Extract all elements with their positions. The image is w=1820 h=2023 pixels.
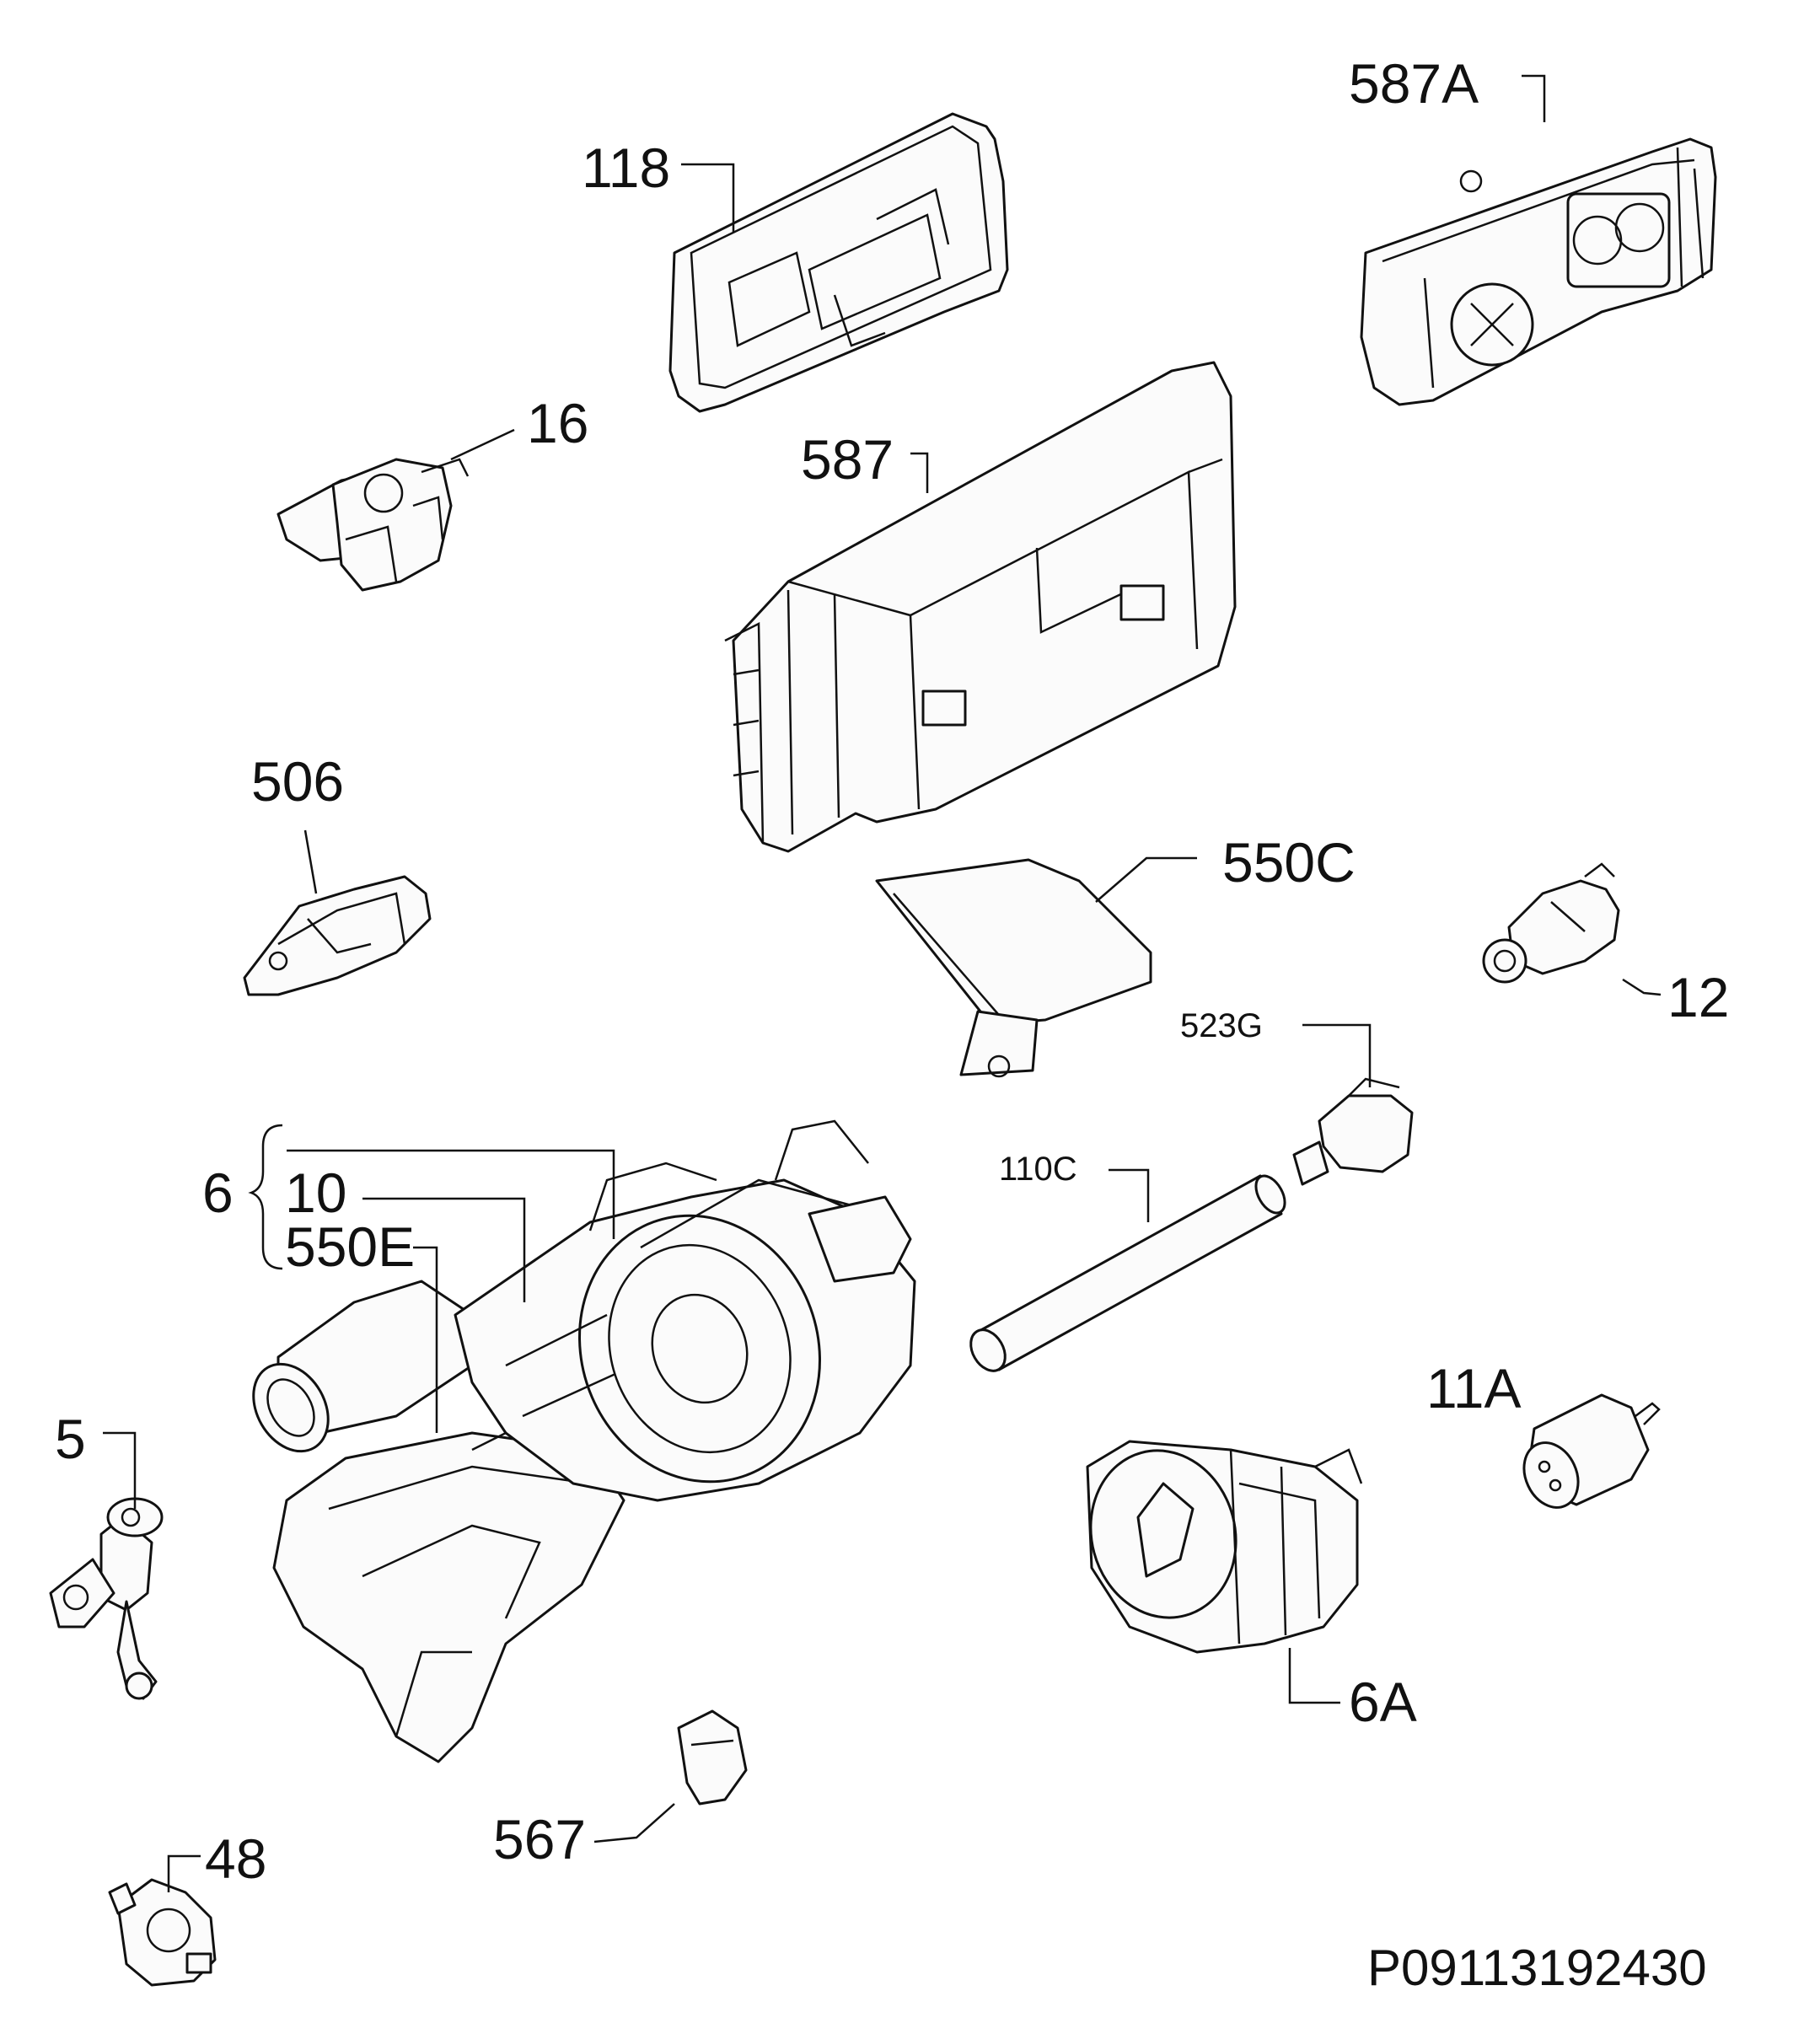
label-506: 506 <box>251 750 344 813</box>
label-587: 587 <box>801 428 894 491</box>
part-6A-drain-pump <box>1086 1440 1363 1654</box>
part-6-circulation-pump <box>252 1119 916 1763</box>
label-567: 567 <box>493 1808 586 1870</box>
label-5: 5 <box>55 1408 86 1470</box>
label-16: 16 <box>527 392 588 454</box>
part-587A-control-board <box>1360 137 1717 406</box>
label-6A: 6A <box>1349 1671 1417 1733</box>
label-10: 10 <box>285 1162 346 1224</box>
part-506-bracket <box>243 875 432 996</box>
part-118-panel-cover <box>668 112 1009 413</box>
part-110C-hose <box>969 1174 1286 1372</box>
label-48: 48 <box>205 1827 266 1890</box>
label-550C: 550C <box>1222 831 1356 893</box>
part-16-door-lock <box>276 458 470 592</box>
part-587-main-module <box>724 361 1237 853</box>
part-11A-motor <box>1522 1393 1661 1509</box>
part-550C-cover-plate <box>875 858 1152 1078</box>
label-12: 12 <box>1667 966 1729 1028</box>
label-6: 6 <box>202 1162 234 1224</box>
label-550E: 550E <box>285 1215 415 1278</box>
part-5-inlet-valve <box>49 1497 164 1700</box>
part-523G-connector <box>1292 1077 1414 1186</box>
diagram-code: P09113192430 <box>1367 1940 1707 1996</box>
label-587A: 587A <box>1349 52 1479 115</box>
part-48-sensor <box>108 1878 217 1987</box>
part-12-sensor <box>1482 862 1620 984</box>
label-110C: 110C <box>999 1151 1077 1188</box>
label-11A: 11A <box>1426 1357 1522 1419</box>
part-567-clip <box>677 1709 748 1806</box>
label-118: 118 <box>582 137 670 199</box>
label-523G: 523G <box>1180 1007 1263 1044</box>
